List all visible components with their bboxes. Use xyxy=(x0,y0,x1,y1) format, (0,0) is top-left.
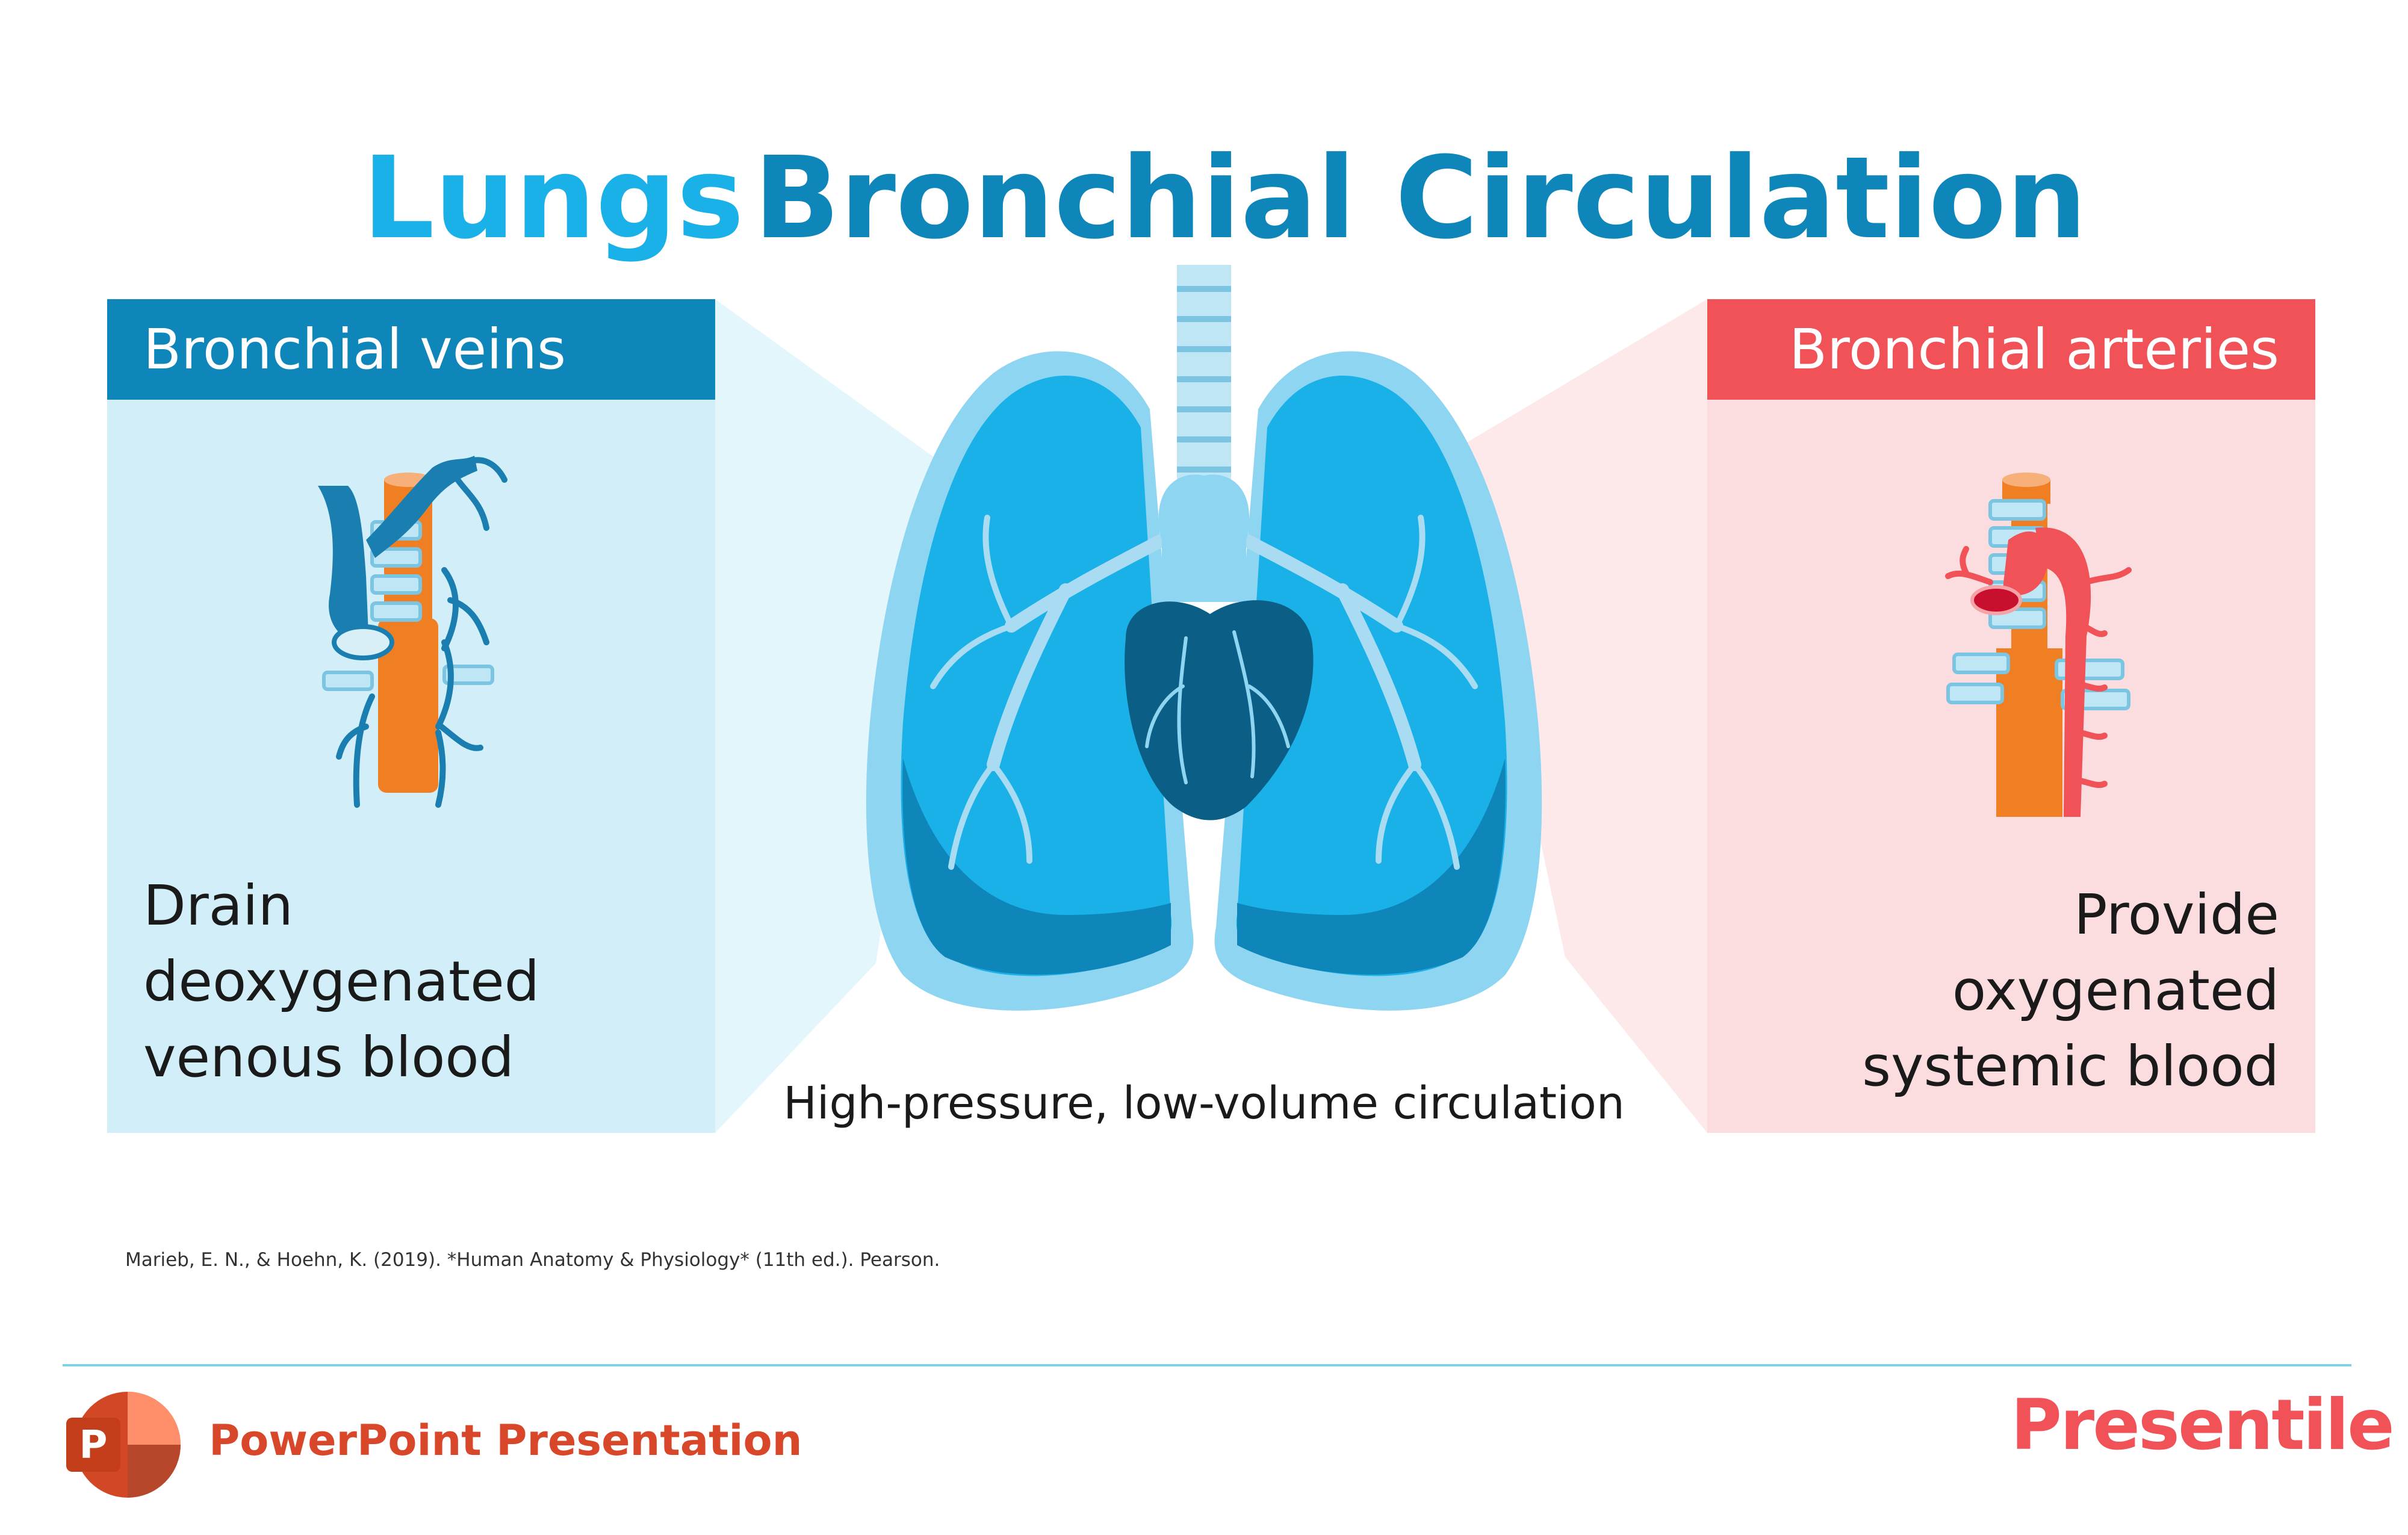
veins-desc-line-2: deoxygenated xyxy=(143,949,540,1014)
brand-logo: Presentile xyxy=(2011,1385,2395,1466)
powerpoint-icon-letter: P xyxy=(79,1423,108,1468)
bronchial-arteries-heading: Bronchial arteries xyxy=(1707,299,2315,400)
right-lung-lower-lobe xyxy=(1237,758,1506,975)
slide-title: Lungs Bronchial Circulation xyxy=(0,126,2408,271)
arteries-desc-line-3: systemic blood xyxy=(1862,1034,2279,1099)
right-wedge xyxy=(1457,299,1707,1133)
title-bronchial-circulation: Bronchial Circulation xyxy=(754,132,2087,264)
citation: Marieb, E. N., & Hoehn, K. (2019). *Huma… xyxy=(125,1249,940,1271)
left-lung xyxy=(901,375,1172,976)
bronchial-veins-panel: Bronchial veins Drain d xyxy=(107,299,715,1133)
lungs-heart-illustration-icon xyxy=(866,265,1542,1011)
bronchial-veins-description: Drain deoxygenated venous blood xyxy=(143,868,697,1096)
veins-desc-line-1: Drain xyxy=(143,873,293,938)
powerpoint-icon: P xyxy=(66,1392,181,1498)
right-lung xyxy=(1236,375,1507,976)
bronchioles xyxy=(930,515,1478,870)
arteries-desc-line-1: Provide xyxy=(2074,882,2279,947)
arteries-desc-line-2: oxygenated xyxy=(1952,958,2279,1023)
left-lung-lower-lobe xyxy=(902,758,1171,975)
bronchial-arteries-panel: Bronchial arteries P xyxy=(1707,299,2315,1133)
veins-desc-line-3: venous blood xyxy=(143,1025,515,1090)
footer-label: PowerPoint Presentation xyxy=(209,1416,802,1465)
bronchial-arteries-illustration-icon xyxy=(1945,473,2132,817)
great-vessels xyxy=(1158,474,1250,602)
trachea-rings xyxy=(1177,286,1231,473)
left-wedge xyxy=(715,299,951,1133)
bronchial-veins-heading: Bronchial veins xyxy=(107,299,715,400)
coronary-vessels xyxy=(1145,630,1290,784)
circulation-caption: High-pressure, low-volume circulation xyxy=(783,1078,1625,1129)
title-lungs: Lungs xyxy=(362,132,744,264)
footer-divider xyxy=(63,1364,2351,1366)
bronchial-arteries-description: Provide oxygenated systemic blood xyxy=(1725,877,2279,1105)
heart xyxy=(1125,600,1314,820)
bronchial-veins-illustration-icon xyxy=(318,456,507,808)
